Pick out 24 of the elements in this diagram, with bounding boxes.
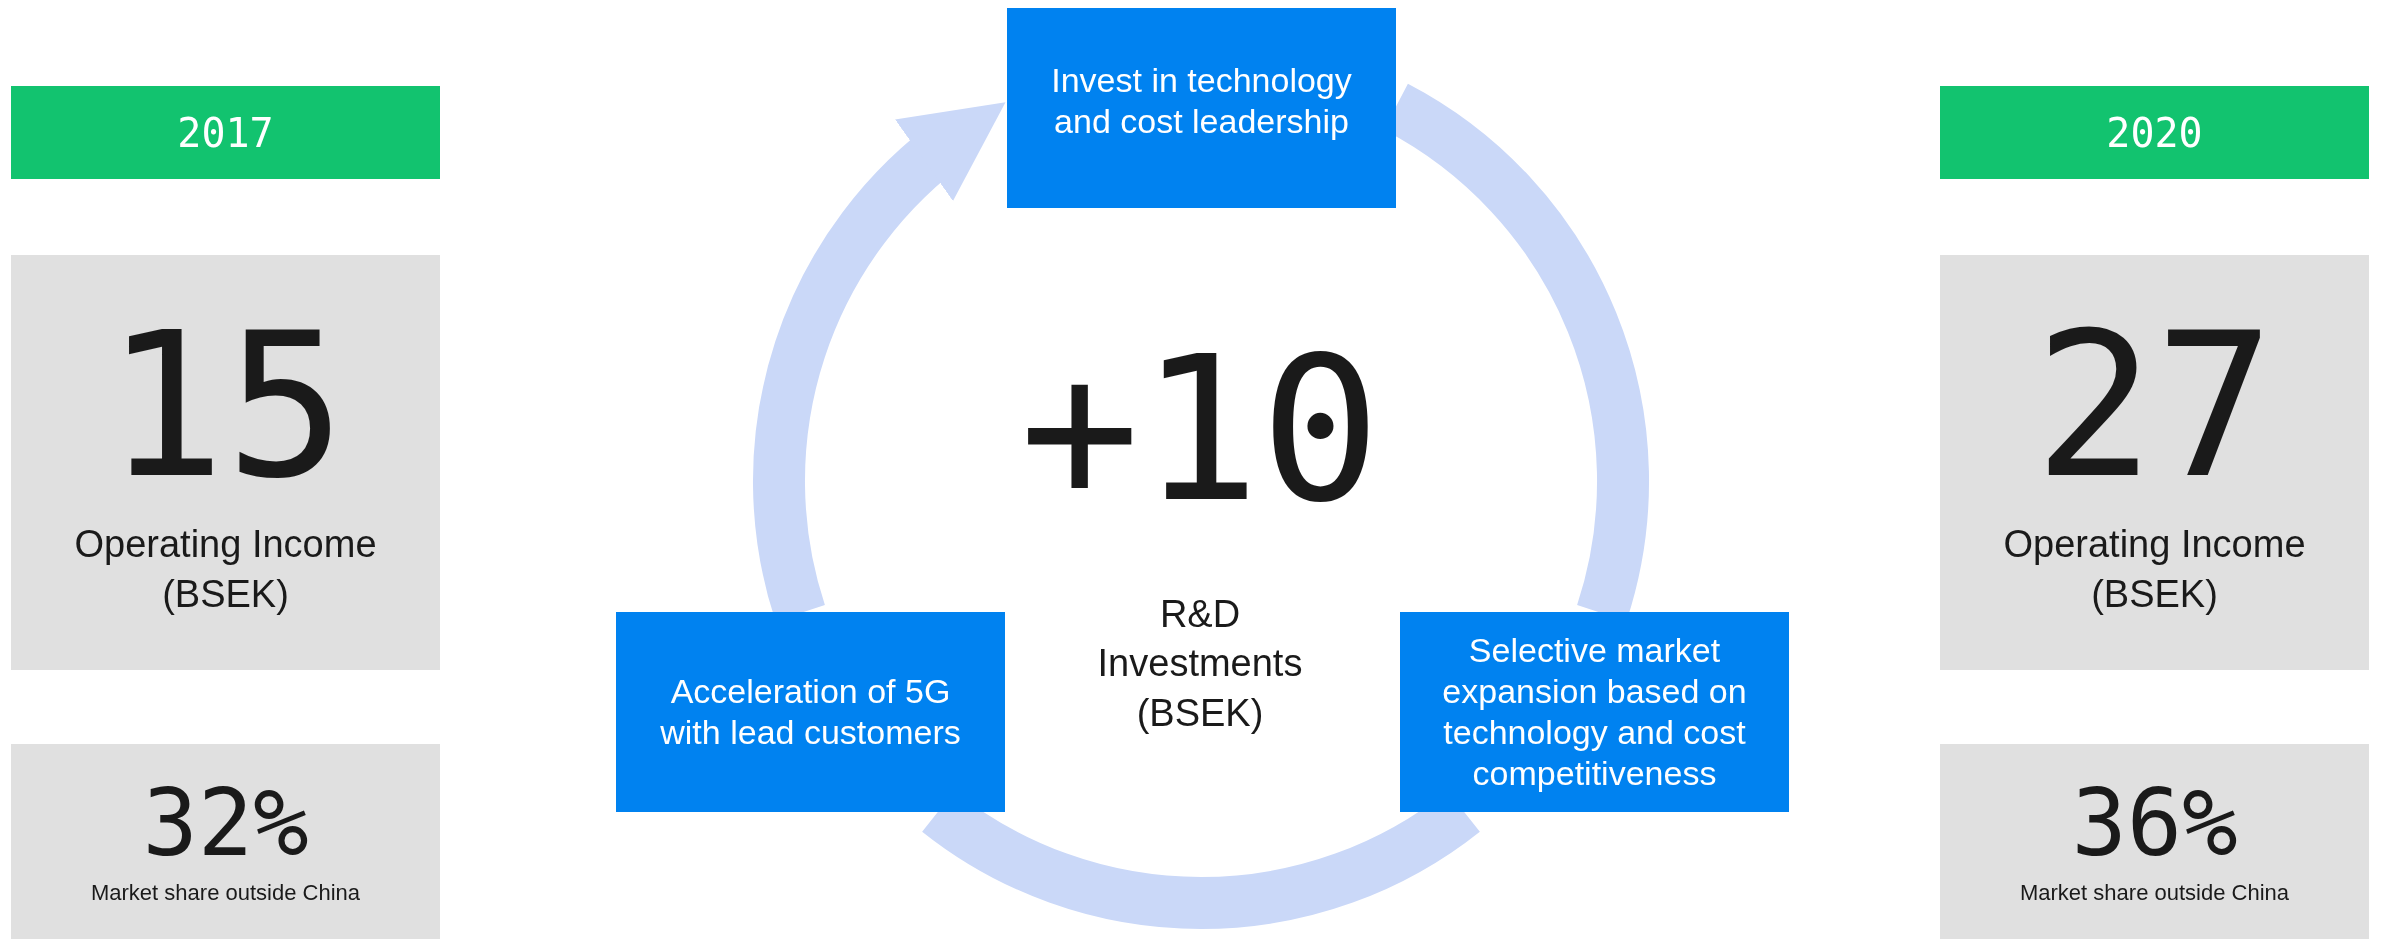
metric-value: 15 bbox=[105, 306, 346, 507]
strategy-text: Selective market expansion based on technology and cost competitiveness bbox=[1441, 630, 1748, 794]
year-header bbox=[1940, 86, 2369, 179]
metric-caption: Market share outside China bbox=[2020, 878, 2289, 907]
year-header bbox=[11, 86, 440, 179]
strategy-text: Invest in technology and cost leadership bbox=[1050, 60, 1353, 142]
metric-card bbox=[11, 255, 440, 670]
metric-card bbox=[11, 744, 440, 939]
metric-value: 27 bbox=[2034, 306, 2275, 507]
strategy-box bbox=[1400, 612, 1789, 812]
metric-value: 36% bbox=[2071, 775, 2238, 873]
headline-caption: R&D Investments (BSEK) bbox=[1096, 592, 1304, 736]
metric-card bbox=[1940, 744, 2369, 939]
metric-caption: Operating Income (BSEK) bbox=[73, 522, 378, 617]
strategy-text: Acceleration of 5G with lead customers bbox=[659, 671, 962, 753]
strategy-box bbox=[1007, 8, 1396, 208]
metric-caption: Market share outside China bbox=[91, 878, 360, 907]
year-label: 2020 bbox=[2106, 109, 2203, 156]
metric-card bbox=[1940, 255, 2369, 670]
metric-value: 32% bbox=[142, 775, 309, 873]
headline-number: +10 bbox=[1018, 330, 1382, 530]
year-label: 2017 bbox=[177, 109, 274, 156]
strategy-box bbox=[616, 612, 1005, 812]
metric-caption: Operating Income (BSEK) bbox=[2002, 522, 2307, 617]
